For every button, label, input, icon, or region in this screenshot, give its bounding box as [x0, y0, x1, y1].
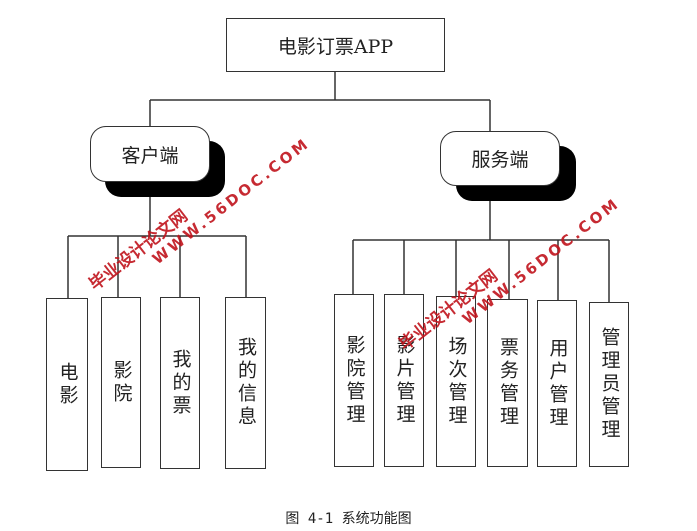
server-leaf-user-mgmt: 用户管理	[537, 300, 577, 467]
root-label: 电影订票APP	[277, 35, 394, 58]
leaf-label: 我的票	[169, 348, 192, 418]
server-leaf-showtime-mgmt: 场次管理	[436, 296, 476, 467]
figure-caption: 图 4-1 系统功能图	[285, 511, 412, 527]
leaf-label: 电影	[56, 361, 79, 408]
client-node: 客户端	[90, 126, 210, 182]
client-leaf-my-info: 我的信息	[225, 297, 266, 469]
leaf-label: 票务管理	[497, 337, 519, 429]
root-node: 电影订票APP	[226, 18, 445, 72]
leaf-label: 我的信息	[235, 337, 257, 429]
leaf-label: 管理员管理	[598, 327, 621, 442]
client-leaf-movie: 电影	[46, 298, 88, 471]
leaf-label: 用户管理	[546, 337, 569, 430]
server-node: 服务端	[440, 131, 560, 186]
leaf-label: 影院	[110, 359, 133, 406]
server-leaf-film-mgmt: 影片管理	[384, 294, 424, 467]
server-leaf-cinema-mgmt: 影院管理	[334, 294, 374, 467]
client-leaf-cinema: 影院	[101, 297, 141, 468]
leaf-label: 影院管理	[343, 334, 366, 427]
leaf-label: 场次管理	[445, 335, 468, 428]
client-leaf-my-tickets: 我的票	[160, 297, 200, 469]
server-leaf-admin-mgmt: 管理员管理	[589, 302, 629, 467]
client-label: 客户端	[121, 144, 179, 167]
server-leaf-ticket-mgmt: 票务管理	[487, 299, 528, 467]
server-label: 服务端	[471, 149, 529, 171]
leaf-label: 影片管理	[393, 334, 416, 427]
